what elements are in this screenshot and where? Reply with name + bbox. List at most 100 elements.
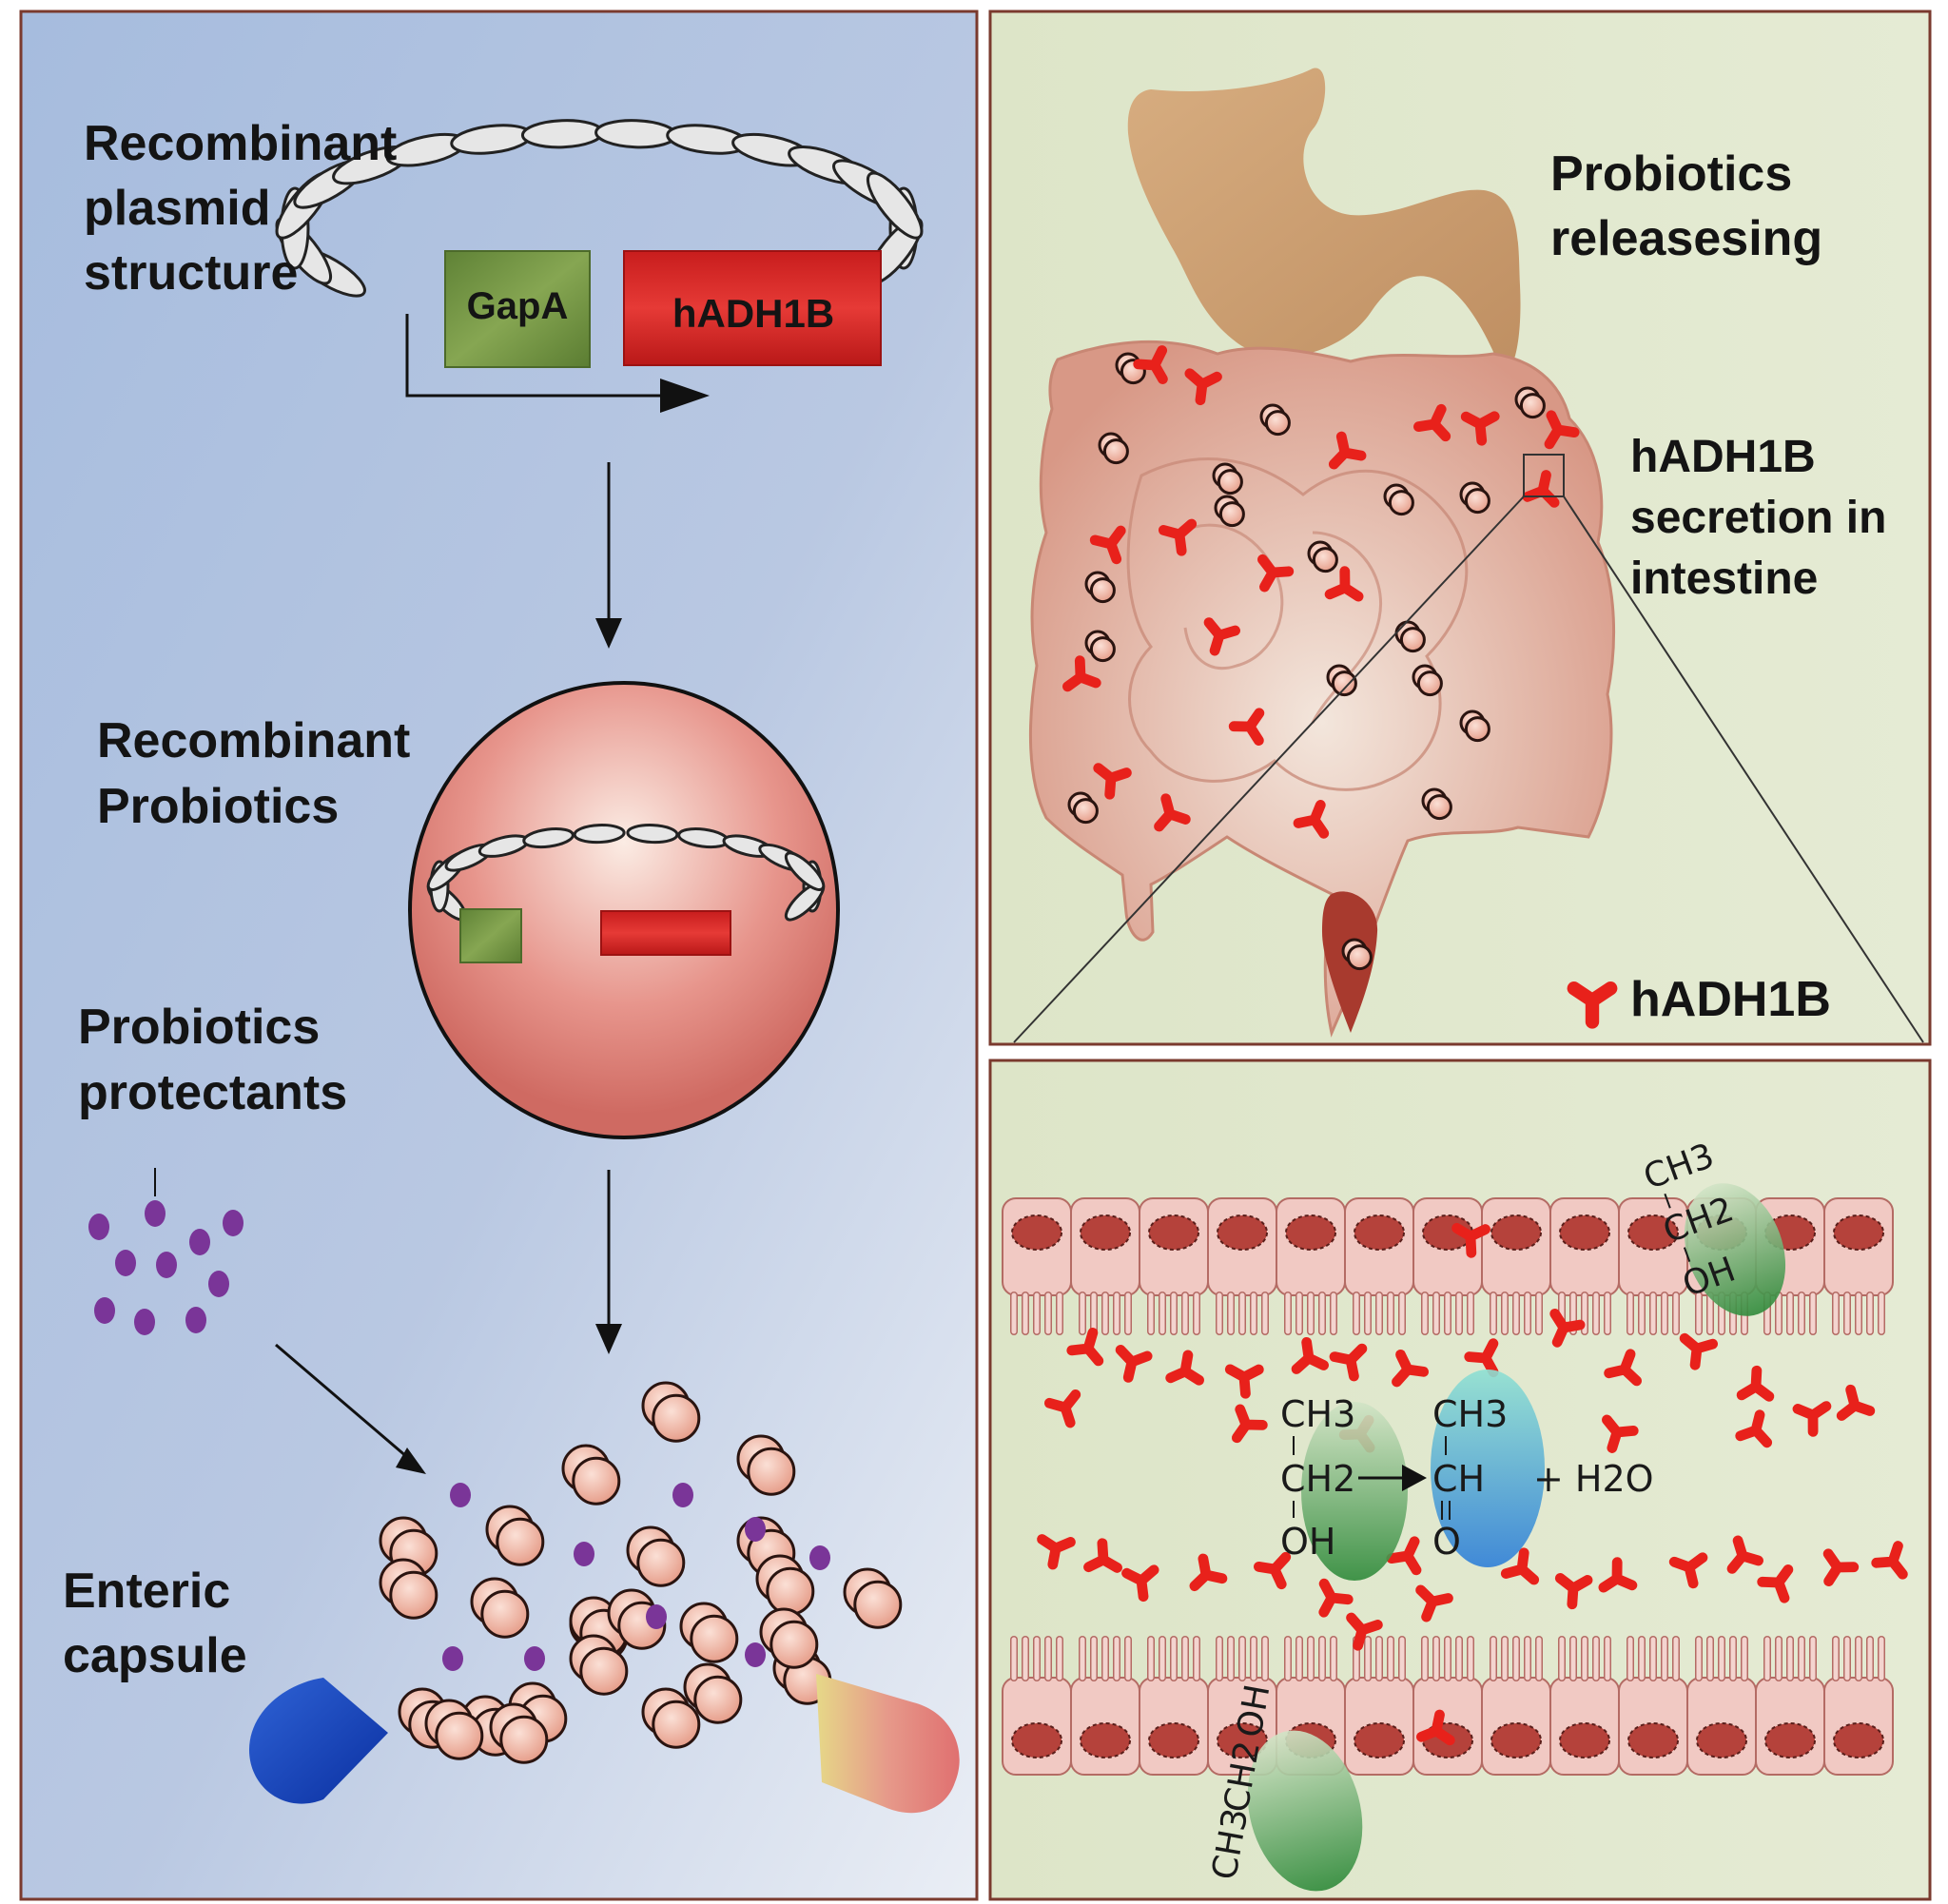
left-panel: GapA hADH1B Recombinant plasmid structur… xyxy=(19,10,979,1901)
intestine-probiotic xyxy=(1264,410,1291,437)
intestine-enzyme xyxy=(1413,403,1451,442)
product-line-3: O xyxy=(1432,1521,1461,1563)
lumen-enzyme-shape xyxy=(1668,1552,1708,1589)
lumen-enzyme xyxy=(1386,1536,1422,1576)
capsule-probiotic xyxy=(769,1620,819,1669)
protectant-dot xyxy=(185,1307,206,1333)
lumen-enzyme xyxy=(1037,1534,1076,1570)
lumen-enzyme-shape xyxy=(1792,1401,1832,1437)
molecule-bottom-line-3: OH xyxy=(1230,1681,1277,1740)
cell-nucleus xyxy=(1354,1722,1405,1758)
lumen-enzyme xyxy=(1500,1547,1540,1585)
protectant-dot xyxy=(115,1250,136,1276)
lumen-enzyme xyxy=(1604,1349,1642,1387)
capsule-probiotic xyxy=(690,1614,739,1663)
protectant-dot xyxy=(156,1252,177,1278)
cell-nucleus xyxy=(1148,1722,1199,1758)
intestine-probiotic xyxy=(1089,577,1116,604)
intestine-enzyme-shape xyxy=(1460,411,1500,446)
probiotics-label: Recombinant Probiotics xyxy=(97,713,424,834)
intestine-probiotics xyxy=(1067,352,1546,971)
lumen-enzyme-shape xyxy=(1822,1548,1860,1586)
cell-nucleus xyxy=(1011,1214,1062,1251)
capsule-protectant-dot xyxy=(745,1517,766,1542)
protectant-dot xyxy=(94,1297,115,1324)
lumen-enzyme xyxy=(1668,1552,1708,1589)
cell-nucleus xyxy=(1559,1214,1610,1251)
intestine-enzyme-shape xyxy=(1544,410,1580,450)
capsule-protectant-dot xyxy=(524,1646,545,1671)
cell-nucleus xyxy=(1764,1722,1816,1758)
capsule-probiotic xyxy=(579,1646,629,1696)
lumen-enzyme-shape xyxy=(1291,1336,1329,1374)
lumen-enzyme xyxy=(1083,1538,1122,1573)
acetaldehyde-blob xyxy=(1431,1370,1545,1567)
lumen-enzyme-shape xyxy=(1679,1332,1719,1370)
lumen-enzyme xyxy=(1318,1578,1354,1618)
lumen-enzyme xyxy=(1822,1548,1860,1586)
secretion-label-line-1: hADH1B xyxy=(1630,432,1816,482)
epithelium-top xyxy=(1002,1197,1894,1335)
intestine-enzyme-shape xyxy=(1328,431,1367,470)
lumen-enzyme xyxy=(1464,1338,1499,1378)
intestine-probiotic xyxy=(1426,794,1452,821)
lumen-enzyme xyxy=(1165,1350,1205,1386)
lumen-enzyme-shape xyxy=(1083,1538,1122,1573)
promoter-label: GapA xyxy=(467,285,569,327)
lumen-enzyme-shape xyxy=(1043,1389,1081,1428)
lumen-enzyme xyxy=(1871,1541,1908,1580)
intestine-probiotic xyxy=(1312,547,1338,573)
lumen-enzyme-shape xyxy=(1836,1384,1876,1421)
promoter-box xyxy=(444,250,591,368)
intestine-enzyme-shape xyxy=(1062,655,1101,692)
intestine-enzyme xyxy=(1093,763,1132,800)
lumen-enzyme xyxy=(1189,1553,1228,1592)
lumen-enzyme-shape xyxy=(1224,1364,1264,1399)
plasmid-bead xyxy=(626,824,679,845)
lumen-enzyme xyxy=(1346,1612,1383,1651)
capsule-label-line-2: capsule xyxy=(63,1628,247,1683)
capsule-probiotic xyxy=(389,1570,438,1620)
lumen-enzyme-shape xyxy=(1165,1350,1205,1386)
plasmid-label-line-3: structure xyxy=(84,245,298,301)
lumen-enzyme-shape xyxy=(1415,1584,1453,1622)
reactant-line-1: CH3 xyxy=(1280,1393,1355,1435)
plasmid-bead xyxy=(573,824,626,845)
intestine-enzyme-shape xyxy=(1089,525,1126,565)
molecule-top-bond-2 xyxy=(1683,1247,1691,1262)
molecule-top-blob xyxy=(1684,1183,1786,1316)
lumen-enzyme-shape xyxy=(1757,1564,1794,1603)
intestine-enzyme xyxy=(1324,566,1364,602)
lumen-enzyme xyxy=(1792,1401,1832,1437)
capsule-protectant-dots xyxy=(442,1483,830,1671)
capsule-probiotics xyxy=(379,1381,903,1764)
lumen-enzyme xyxy=(1736,1365,1775,1402)
capsule-blue-half xyxy=(249,1678,388,1804)
lumen-enzyme xyxy=(1329,1343,1368,1382)
intestine-enzymes xyxy=(1062,345,1580,839)
cell-nucleus xyxy=(1217,1722,1268,1758)
lumen-enzyme-shape xyxy=(1392,1350,1430,1388)
intestine-enzyme-shape xyxy=(1228,708,1265,746)
lumen-enzyme xyxy=(1735,1409,1773,1448)
lumen-enzyme-shape xyxy=(1549,1308,1586,1348)
reaction-arrow-head xyxy=(1402,1465,1427,1491)
intestine-enzyme xyxy=(1460,411,1500,446)
top-right-panel: Probiotics releasesing hADH1B secretion … xyxy=(988,10,1932,1046)
capsule-protectant-dot xyxy=(745,1642,766,1667)
lumen-enzyme xyxy=(1115,1345,1153,1383)
lumen-enzyme-shape xyxy=(1736,1365,1775,1402)
intestine-enzyme-shape xyxy=(1413,403,1451,442)
secretion-label: hADH1B secretion in intestine xyxy=(1630,432,1899,604)
lumen-enzyme-shape xyxy=(1604,1349,1642,1387)
capsule-probiotic xyxy=(499,1715,549,1764)
lumen-enzyme-shape xyxy=(1121,1564,1159,1603)
plasmid-label-line-1: Recombinant xyxy=(84,116,397,171)
secretion-label-line-2: secretion in xyxy=(1630,493,1886,543)
cell-nucleus xyxy=(1490,1214,1542,1251)
intestine-enzyme xyxy=(1133,345,1168,384)
intestine-enzyme-shape xyxy=(1154,793,1191,832)
capsule-protectant-dot xyxy=(574,1542,594,1566)
plasmid-bead xyxy=(784,851,826,891)
